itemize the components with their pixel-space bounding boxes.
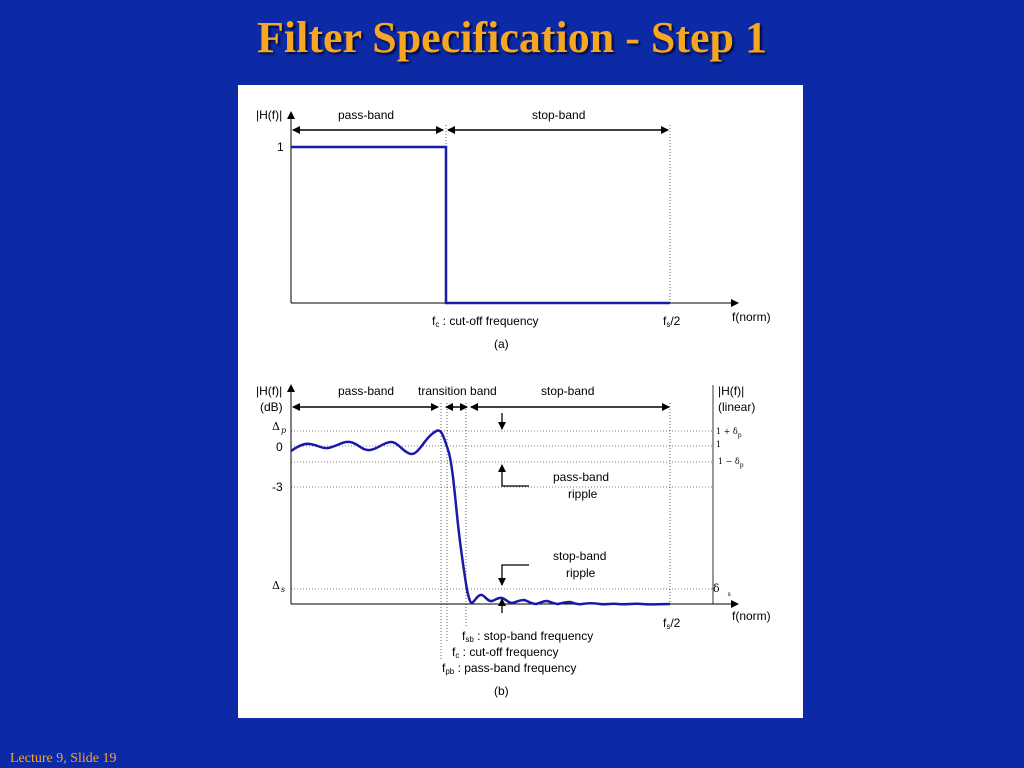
a-caption: (a) bbox=[494, 337, 509, 351]
b-lin-upper-label: 1 + δp bbox=[716, 427, 742, 439]
slide-title: Filter Specification - Step 1 bbox=[257, 13, 767, 62]
a-tick-one: 1 bbox=[277, 140, 284, 154]
a-x-axis-label: f(norm) bbox=[732, 310, 771, 324]
b-pb-ripple-label-1: pass-band bbox=[553, 470, 609, 484]
b-fc-label: fc : cut-off frequency bbox=[452, 645, 559, 660]
b-tick-zero: 0 bbox=[276, 440, 283, 454]
diagram-a: |H(f)| 1 pass-band stop-band fc : cut-of… bbox=[256, 108, 771, 351]
b-caption: (b) bbox=[494, 684, 509, 698]
a-fc-label: fc : cut-off frequency bbox=[432, 314, 539, 329]
b-right-axis-label: |H(f)| bbox=[718, 384, 744, 398]
b-fs2-label: fs/2 bbox=[663, 616, 681, 631]
b-y-axis-label: |H(f)| bbox=[256, 384, 282, 398]
b-fsb-label: fsb : stop-band frequency bbox=[462, 629, 593, 644]
b-tick-minus3: -3 bbox=[272, 480, 283, 494]
figure-panel: |H(f)| 1 pass-band stop-band fc : cut-of… bbox=[238, 85, 803, 718]
b-delta-s-label: Δs bbox=[272, 579, 285, 594]
b-right-axis-unit: (linear) bbox=[718, 400, 755, 414]
b-pb-ripple-arrow-bottom bbox=[498, 464, 529, 487]
b-transition-label: transition band bbox=[418, 384, 497, 398]
b-x-axis-label: f(norm) bbox=[732, 609, 771, 623]
b-pb-ripple-label-2: ripple bbox=[568, 487, 598, 501]
b-lin-lower-label: 1 − δp bbox=[718, 457, 744, 469]
a-fs2-label: fs/2 bbox=[663, 314, 681, 329]
a-y-axis-label: |H(f)| bbox=[256, 108, 282, 122]
a-ideal-response-curve bbox=[291, 145, 670, 305]
b-fpb-label: fpb : pass-band frequency bbox=[442, 661, 576, 676]
b-sb-ripple-label-2: ripple bbox=[566, 566, 596, 580]
b-delta-p-label: Δp bbox=[272, 420, 286, 435]
b-sb-ripple-arrow-top bbox=[498, 564, 529, 586]
b-stopband-label: stop-band bbox=[541, 384, 594, 398]
slide-footer: Lecture 9, Slide 19 bbox=[10, 751, 117, 766]
b-lin-one-label: 1 bbox=[716, 440, 721, 449]
b-y-axis-unit: (dB) bbox=[260, 400, 283, 414]
b-passband-label: pass-band bbox=[338, 384, 394, 398]
a-stopband-label: stop-band bbox=[532, 108, 585, 122]
b-response-curve bbox=[290, 429, 671, 606]
a-passband-label: pass-band bbox=[338, 108, 394, 122]
filter-diagram: |H(f)| 1 pass-band stop-band fc : cut-of… bbox=[256, 108, 771, 698]
diagram-b: |H(f)| (dB) |H(f)| (linear) pass-band tr… bbox=[256, 384, 771, 698]
b-sb-ripple-label-1: stop-band bbox=[553, 549, 606, 563]
